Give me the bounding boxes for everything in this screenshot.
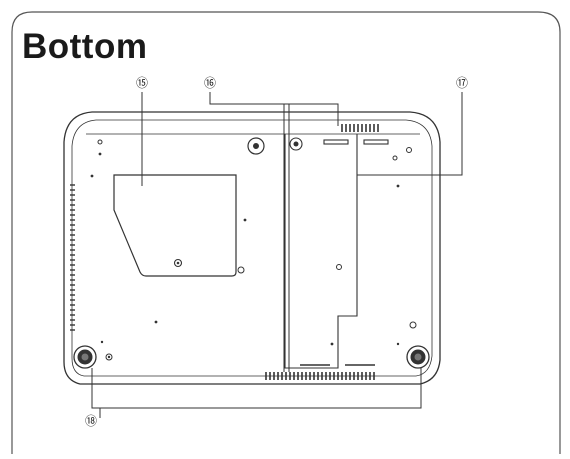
panel-round-tab: [289, 137, 303, 151]
callout-17: ⑰: [455, 76, 468, 90]
foot-left: [73, 345, 97, 369]
callout-16: ⑯: [203, 76, 216, 90]
page-title: Bottom: [22, 27, 148, 66]
projector-body-outline: [63, 111, 441, 385]
mounting-holes: [97, 139, 417, 329]
callout-15: ⑮: [135, 76, 148, 90]
filter-cover-panel: [284, 134, 358, 369]
lamp-cover: [113, 174, 237, 277]
left-vent-slots: [70, 184, 75, 331]
large-screw-hole: [247, 137, 265, 155]
ground-screw: [105, 353, 113, 361]
callout-18: ⑱: [84, 414, 97, 428]
leader-lines: [91, 92, 463, 418]
bottom-vent-slots: [265, 372, 375, 380]
projector-body-inner-outline: [71, 119, 433, 377]
filter-slot-left: [323, 139, 349, 145]
filter-slot-right: [363, 139, 389, 145]
page-border: [11, 11, 561, 454]
foot-right: [406, 345, 430, 369]
small-dots: [90, 152, 400, 346]
top-vent-slots: [341, 124, 379, 132]
lamp-cover-screw: [173, 258, 183, 268]
